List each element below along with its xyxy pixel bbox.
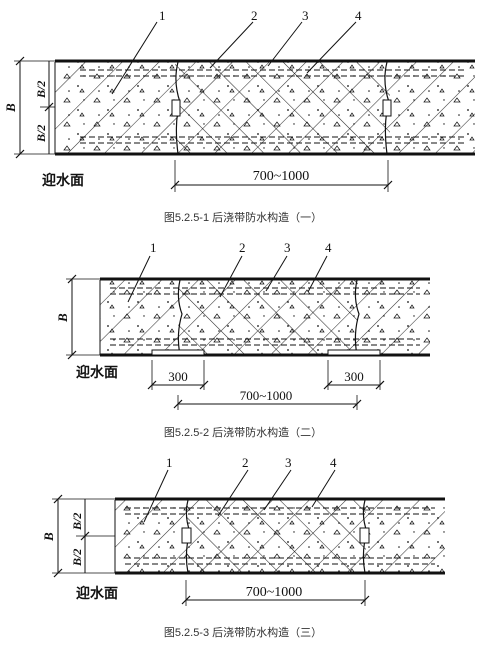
dim-half-top-label: B/2 bbox=[34, 81, 48, 99]
callout-2: 2 bbox=[251, 8, 258, 23]
leader-3 bbox=[265, 255, 288, 292]
dim-tick bbox=[15, 149, 25, 159]
callout-1: 1 bbox=[166, 455, 173, 470]
dim-tick bbox=[80, 531, 90, 541]
callout-4: 4 bbox=[355, 8, 362, 23]
leader-2 bbox=[209, 21, 254, 69]
figure-caption: 图5.2.5-2 后浇带防水构造（二） bbox=[164, 425, 322, 439]
figure-caption: 图5.2.5-1 后浇带防水构造（一） bbox=[164, 210, 322, 224]
dim-tick bbox=[352, 399, 362, 409]
strip-left-label: 300 bbox=[168, 369, 188, 384]
waterproof-strip-right bbox=[327, 349, 381, 356]
leader-1 bbox=[127, 255, 151, 303]
callout-3: 3 bbox=[285, 455, 292, 470]
dim-tick bbox=[147, 380, 157, 390]
dim-tick bbox=[383, 180, 393, 190]
dim-tick bbox=[44, 102, 54, 112]
callout-3: 3 bbox=[284, 240, 291, 255]
leader-4 bbox=[306, 21, 357, 74]
callout-1: 1 bbox=[159, 8, 166, 23]
dim-tick bbox=[199, 380, 209, 390]
leader-2 bbox=[219, 255, 243, 298]
strip-right-label: 300 bbox=[344, 369, 364, 384]
dim-tick bbox=[53, 568, 63, 578]
band-width-label: 700~1000 bbox=[240, 388, 293, 403]
waterstop-left bbox=[171, 99, 181, 117]
callout-4: 4 bbox=[330, 455, 337, 470]
waterstop-left bbox=[181, 527, 192, 544]
face-label: 迎水面 bbox=[76, 364, 118, 381]
band-width-label: 700~1000 bbox=[253, 169, 310, 184]
leader-4 bbox=[311, 469, 336, 508]
callout-2: 2 bbox=[239, 240, 246, 255]
band-hatch bbox=[186, 500, 366, 572]
leader-3 bbox=[267, 21, 303, 67]
dim-tick bbox=[53, 494, 63, 504]
leader-4 bbox=[307, 255, 328, 293]
leader-1 bbox=[143, 469, 169, 523]
band-hatch bbox=[178, 280, 358, 354]
dim-tick bbox=[170, 180, 180, 190]
waterstop-right bbox=[382, 99, 392, 117]
callout-3: 3 bbox=[302, 8, 309, 23]
dim-tick bbox=[67, 274, 77, 284]
dim-tick bbox=[173, 399, 183, 409]
dim-tick bbox=[181, 595, 191, 605]
callout-1: 1 bbox=[150, 240, 157, 255]
callout-2: 2 bbox=[242, 455, 249, 470]
dim-b-label: B bbox=[55, 313, 70, 323]
joint-right bbox=[354, 279, 360, 356]
leader-1 bbox=[111, 21, 158, 95]
band-width-label: 700~1000 bbox=[246, 585, 303, 600]
dim-tick bbox=[15, 56, 25, 66]
leader-2 bbox=[217, 469, 249, 517]
dim-half-bottom-label: B/2 bbox=[34, 125, 48, 143]
dim-b-label: B bbox=[3, 103, 18, 113]
dim-half-top-label: B/2 bbox=[70, 513, 84, 531]
figure-1: 1 2 3 4 B B/2 B/2 迎水面 700~1000 图5.2.5-1 … bbox=[3, 8, 475, 224]
face-label: 迎水面 bbox=[76, 585, 118, 602]
joint-left bbox=[177, 279, 183, 356]
dim-b-label: B bbox=[41, 532, 56, 542]
dim-tick bbox=[323, 380, 333, 390]
dim-tick bbox=[360, 595, 370, 605]
waterstop-right bbox=[359, 527, 370, 544]
face-label: 迎水面 bbox=[42, 172, 84, 189]
figure-caption: 图5.2.5-3 后浇带防水构造（三） bbox=[164, 625, 322, 639]
waterproof-strip-left bbox=[151, 349, 205, 356]
dim-tick bbox=[375, 380, 385, 390]
dim-tick bbox=[67, 350, 77, 360]
dim-half-bottom-label: B/2 bbox=[70, 549, 84, 567]
figure-2: 1 2 3 4 B 迎水面 300 300 700~1000 图5.2.5-2 … bbox=[55, 240, 430, 439]
leader-3 bbox=[263, 469, 292, 511]
figure-3: 1 2 3 4 B B/2 B/2 迎水面 700~1000 图5.2.5-3 … bbox=[41, 455, 445, 639]
band-hatch bbox=[175, 62, 390, 154]
callout-4: 4 bbox=[325, 240, 332, 255]
